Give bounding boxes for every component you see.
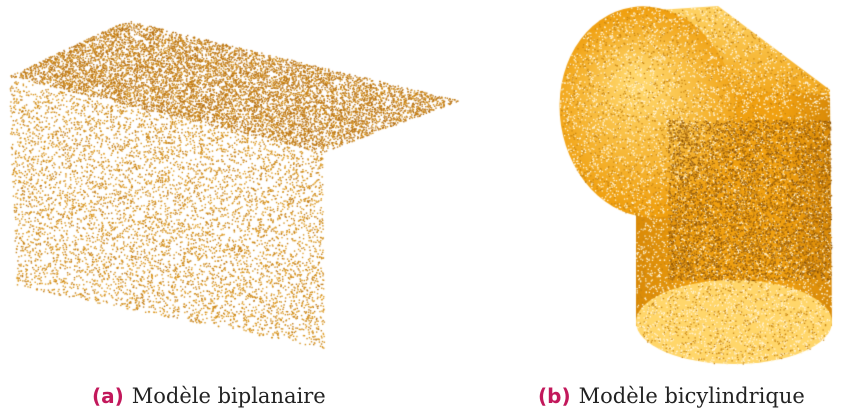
caption-a-text: Modèle biplanaire xyxy=(131,384,326,408)
biplanar-model-figure xyxy=(0,0,470,360)
caption-a-tag: (a) xyxy=(92,384,124,408)
caption-b-text: Modèle bicylindrique xyxy=(578,384,805,408)
bicylindrical-point-cloud xyxy=(548,0,854,376)
biplanar-point-cloud xyxy=(0,0,470,360)
bicylindrical-model-figure xyxy=(548,0,854,376)
caption-a: (a) Modèle biplanaire xyxy=(92,376,326,416)
caption-b-tag: (b) xyxy=(538,384,571,408)
caption-b: (b) Modèle bicylindrique xyxy=(538,376,805,416)
